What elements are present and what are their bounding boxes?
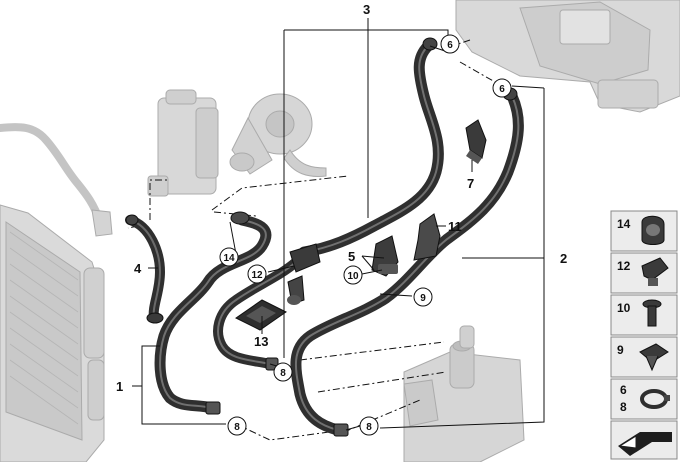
svg-text:6: 6 <box>499 84 505 95</box>
legend-item-6-8: 6 8 <box>610 378 678 420</box>
callout-2: 2 <box>560 251 567 266</box>
circled-14: 14 <box>219 247 239 267</box>
callout-11: 11 <box>448 219 462 234</box>
hvac-housing-ghost <box>455 0 680 113</box>
screw-rivet-icon <box>642 299 662 327</box>
svg-text:6: 6 <box>447 40 453 51</box>
hose-3 <box>298 40 444 258</box>
hose-clamp-ring-icon <box>640 389 670 409</box>
hoses <box>125 37 524 437</box>
circled-6-mid: 6 <box>492 78 512 98</box>
svg-text:8: 8 <box>234 422 240 433</box>
upper-pipe-ghost <box>0 123 104 226</box>
svg-text:12: 12 <box>617 259 631 273</box>
svg-text:8: 8 <box>280 368 286 379</box>
legend-panel: 14 12 10 9 <box>610 210 678 460</box>
svg-text:9: 9 <box>420 293 426 304</box>
callout-5: 5 <box>348 249 355 264</box>
part-11-bracket <box>413 213 441 261</box>
callout-7: 7 <box>467 176 474 191</box>
expansion-tank-ghost <box>147 89 219 197</box>
callout-labels: 1 2 3 4 5 7 11 13 <box>116 2 567 394</box>
svg-text:10: 10 <box>617 301 631 315</box>
svg-text:12: 12 <box>251 270 263 281</box>
part-7-bracket <box>465 119 487 164</box>
svg-text:9: 9 <box>617 343 624 357</box>
callout-4: 4 <box>134 261 142 276</box>
callout-1: 1 <box>116 379 123 394</box>
circled-12: 12 <box>247 264 267 284</box>
legend-item-12: 12 <box>610 252 678 294</box>
legend-item-14: 14 <box>610 210 678 252</box>
small-parts <box>235 119 487 331</box>
legend-item-9: 9 <box>610 336 678 378</box>
part-5-bracket <box>371 235 399 277</box>
water-pump-ghost <box>229 93 327 177</box>
svg-text:6: 6 <box>620 383 627 397</box>
orientation-arrow-icon <box>618 432 672 456</box>
svg-text:10: 10 <box>347 271 359 282</box>
svg-text:14: 14 <box>223 253 235 264</box>
svg-text:14: 14 <box>617 217 631 231</box>
center-connector <box>287 243 321 305</box>
circled-8-left: 8 <box>273 362 293 382</box>
auxiliary-pump-ghost <box>403 325 525 462</box>
circled-6-top: 6 <box>440 34 460 54</box>
circled-10: 10 <box>343 265 363 285</box>
circled-8-bottom: 8 <box>227 416 247 436</box>
legend-item-10: 10 <box>610 294 678 336</box>
spring-nut-icon <box>639 343 669 372</box>
callout-13: 13 <box>254 334 268 349</box>
svg-text:8: 8 <box>366 422 372 433</box>
callout-3: 3 <box>363 2 370 17</box>
legend-item-arrow <box>610 420 678 460</box>
part-13-pad <box>235 299 287 331</box>
leader-lines <box>132 18 545 431</box>
hose-clamp-clip-icon <box>641 215 665 245</box>
circled-8-right: 8 <box>359 416 379 436</box>
retaining-clip-icon <box>641 257 669 286</box>
circled-labels: 6 6 14 12 10 9 8 8 <box>219 34 512 436</box>
circled-9: 9 <box>413 287 433 307</box>
radiator-ghost <box>0 204 105 462</box>
svg-text:8: 8 <box>620 400 627 414</box>
